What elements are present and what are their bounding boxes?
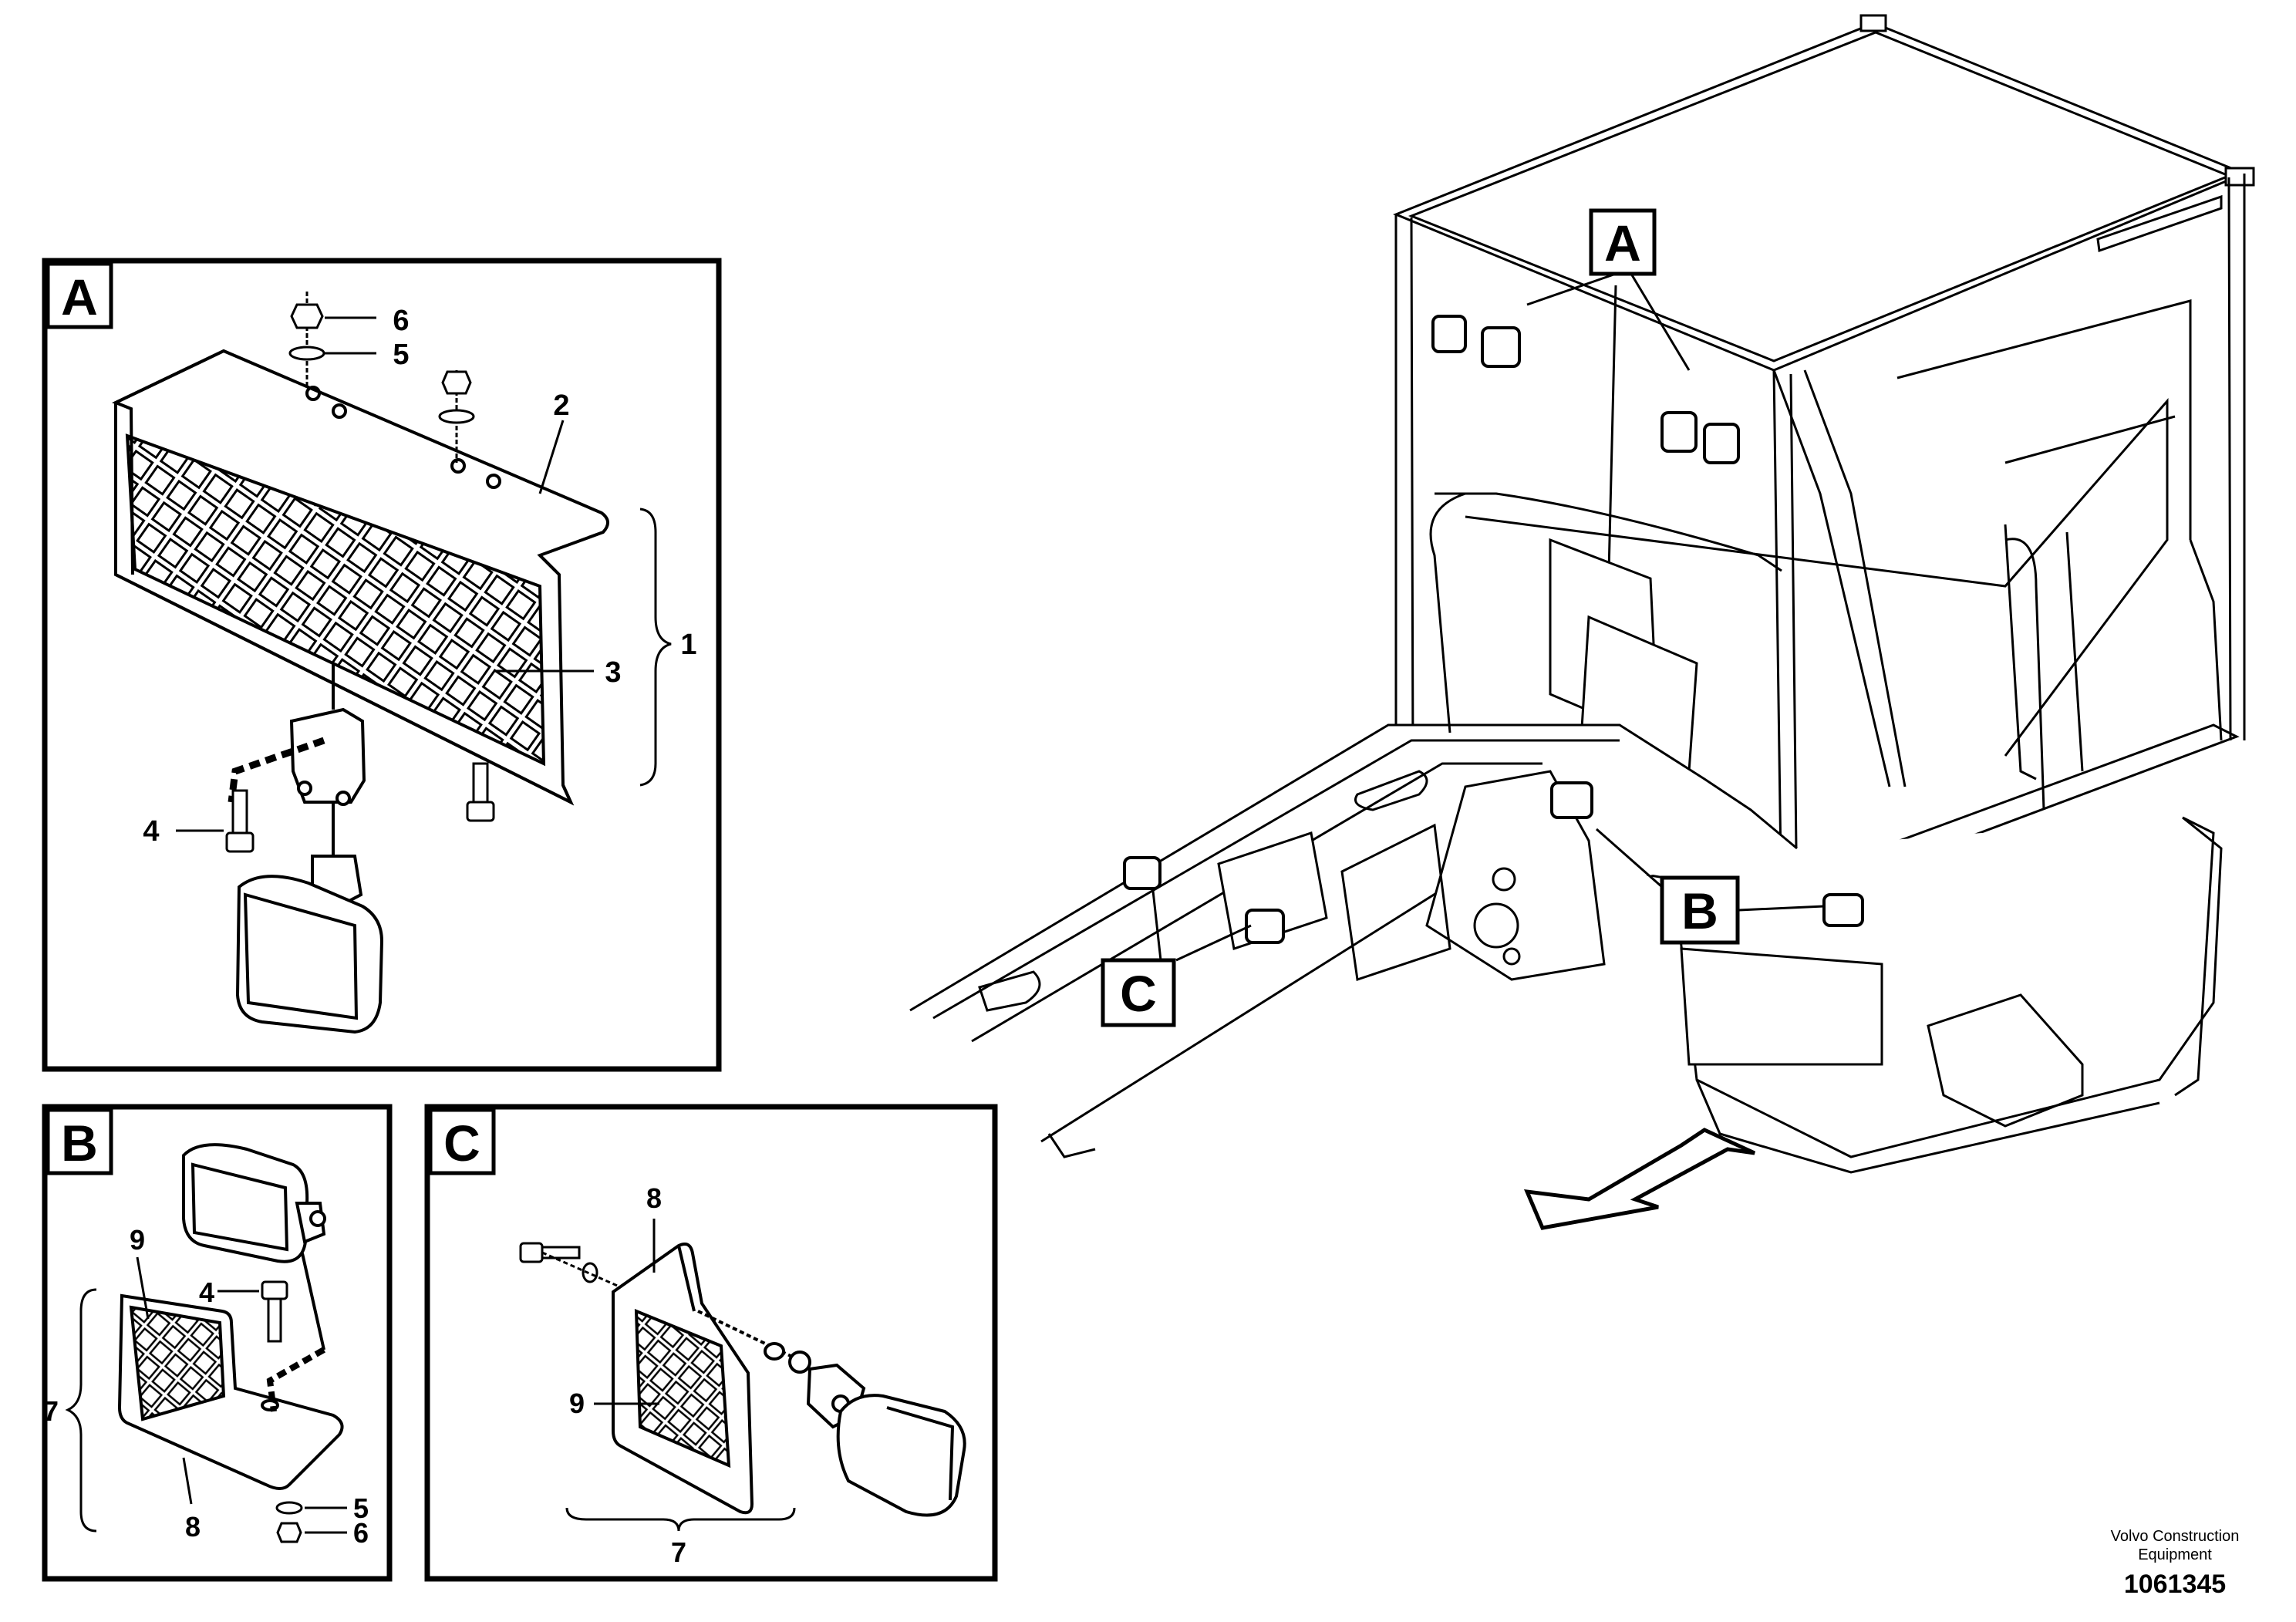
lamp-a-1 — [1431, 315, 1467, 353]
detail-a-frame — [42, 258, 722, 1072]
callout-b-7: 7 — [43, 1395, 59, 1427]
location-tag-a-box — [1589, 208, 1657, 276]
detail-c-letter: C — [443, 1114, 480, 1172]
callouts-b — [65, 1256, 193, 1533]
washer-nut-b — [275, 1501, 347, 1543]
front-frame — [909, 723, 1798, 1020]
mount-bracket-a — [228, 663, 366, 806]
lamp-a-3 — [1660, 411, 1698, 453]
cab-posts — [1394, 174, 2246, 919]
location-tags — [1151, 272, 1825, 962]
detail-view-b: B 9 4 — [42, 1104, 393, 1582]
location-tag-a: A — [1604, 214, 1641, 271]
machine-view — [909, 14, 2255, 1174]
company-line-2: Equipment — [2138, 1546, 2212, 1563]
location-tag-c-box — [1101, 958, 1176, 1027]
nut-washer-a-right — [438, 370, 475, 463]
callout-c-7: 7 — [671, 1536, 686, 1568]
company-name: Volvo Construction Equipment — [2082, 1527, 2267, 1564]
detail-view-c: C 8 9 7 — [424, 1104, 998, 1582]
lamp-a-2 — [1481, 326, 1521, 368]
callout-b-4: 4 — [199, 1276, 214, 1308]
callout-a-1: 1 — [680, 629, 696, 661]
grille-guard-b — [117, 1293, 344, 1490]
detail-a-letter-box — [46, 261, 113, 329]
callout-c-8: 8 — [646, 1182, 662, 1214]
bolt-a-left — [176, 789, 255, 853]
bolt-a-right — [466, 762, 495, 822]
callout-b-8: 8 — [185, 1511, 201, 1543]
callout-a-5: 5 — [393, 339, 409, 371]
detail-b-frame — [42, 1104, 393, 1582]
grille-guard-c — [612, 1243, 754, 1515]
bolt-b — [217, 1280, 288, 1343]
grille-guard-a — [112, 349, 609, 806]
callout-a-3: 3 — [605, 656, 621, 689]
location-tag-b-box — [1660, 875, 1740, 945]
location-tag-b: B — [1681, 882, 1718, 939]
detail-view-a: A — [42, 258, 722, 1072]
callouts-a — [494, 420, 672, 787]
callout-c-9: 9 — [569, 1388, 585, 1419]
detail-c-letter-box — [428, 1108, 496, 1175]
company-line-1: Volvo Construction — [2110, 1528, 2240, 1545]
cab-roof — [1393, 22, 2247, 372]
detail-a-letter: A — [61, 268, 98, 325]
detail-c-frame — [424, 1104, 998, 1582]
work-lamp-b — [182, 1143, 326, 1351]
work-lamp-a — [235, 802, 384, 1034]
callout-b-5: 5 — [353, 1492, 369, 1524]
detail-b-letter: B — [61, 1114, 98, 1172]
rear-body — [1580, 816, 2223, 1174]
lamp-b-1 — [1550, 781, 1593, 819]
drawing-number: 1061345 — [2123, 1570, 2227, 1599]
callout-a-6: 6 — [393, 305, 409, 337]
callouts-c — [565, 1219, 796, 1532]
location-tag-c: C — [1120, 965, 1157, 1022]
handrails — [1429, 492, 2045, 811]
direction-arrow — [1523, 1128, 1756, 1230]
callout-a-2: 2 — [553, 389, 569, 422]
detail-b-letter-box — [46, 1108, 113, 1175]
lamp-c-2 — [1245, 909, 1285, 944]
lamp-b-2 — [1822, 893, 1864, 927]
work-lamp-c — [697, 1310, 966, 1517]
lamp-c-1 — [1123, 856, 1161, 890]
lamp-a-4 — [1703, 423, 1740, 464]
callout-b-6: 6 — [353, 1517, 369, 1549]
machine-lamps — [1123, 315, 1864, 944]
callout-b-9: 9 — [130, 1224, 145, 1256]
nut-washer-a-left — [288, 292, 376, 386]
callout-a-4: 4 — [143, 815, 159, 848]
